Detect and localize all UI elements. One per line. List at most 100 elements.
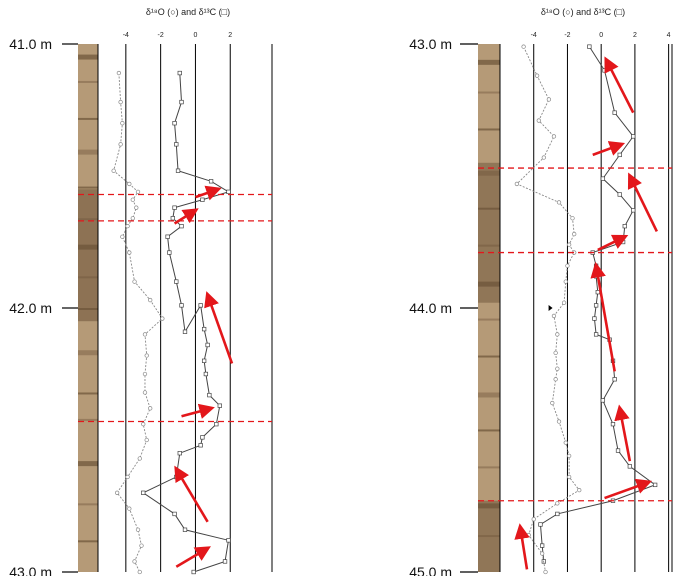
trend-arrow [204, 291, 234, 364]
oxygen-data-point [540, 551, 545, 556]
carbon-data-point [182, 527, 188, 532]
oxygen-data-point [135, 527, 141, 532]
oxygen-data-point [142, 332, 148, 337]
oxygen-data-point [556, 200, 562, 205]
oxygen-data-point [125, 224, 130, 229]
oxygen-data-point [563, 279, 568, 284]
oxygen-data-point [555, 332, 560, 337]
oxygen-data-point [144, 437, 149, 443]
oxygen-data-point [565, 263, 570, 268]
oxygen-data-point [570, 216, 575, 221]
core-band [78, 117, 98, 120]
core-band [478, 91, 500, 94]
carbon-data-point [208, 179, 214, 184]
oxygen-data-point [135, 189, 141, 194]
oxygen-data-point [137, 456, 142, 461]
carbon-data-point [226, 538, 231, 543]
x-tick-label: 0 [193, 32, 197, 39]
oxygen-data-point [132, 559, 137, 564]
core-band [478, 128, 500, 131]
carbon-data-point [170, 216, 175, 221]
oxygen-data-point [534, 73, 540, 78]
carbon-data-point [610, 422, 616, 427]
carbon-data-point [226, 189, 231, 194]
oxygen-data-point [551, 134, 557, 139]
depth-tick-label: 45.0 m [409, 564, 452, 576]
carbon-data-point [177, 451, 182, 456]
carbon-data-point [652, 482, 658, 488]
carbon-data-point [593, 332, 599, 337]
x-tick-label: 2 [633, 32, 637, 39]
core-band [78, 149, 98, 155]
oxygen-data-point [114, 490, 120, 495]
carbon-data-point [174, 474, 179, 480]
carbon-data-point [200, 197, 205, 202]
depth-tick-label: 43.0 m [409, 36, 452, 52]
carbon-data-point [617, 152, 622, 158]
oxygen-data-point [130, 197, 135, 202]
carbon-data-point [631, 134, 636, 139]
oxygen-data-point [160, 316, 165, 321]
core-band [478, 355, 500, 358]
carbon-data-point [177, 70, 182, 76]
core-photo-strip [478, 44, 500, 572]
x-tick-label: -4 [531, 32, 537, 39]
oxygen-data-point [120, 234, 125, 239]
core-dark-section [478, 162, 500, 303]
oxygen-data-point [118, 142, 123, 147]
carbon-data-point [217, 403, 222, 408]
oxygen-series-line [113, 73, 163, 573]
carbon-data-point [179, 99, 184, 105]
carbon-data-point [600, 398, 606, 403]
carbon-data-point [172, 511, 177, 517]
oxygen-data-point [556, 419, 562, 424]
core-band [78, 418, 98, 421]
oxygen-data-point [120, 121, 125, 126]
core-band [78, 54, 98, 60]
oxygen-data-point [148, 297, 153, 303]
core-band [78, 540, 98, 543]
core-band [78, 350, 98, 356]
carbon-data-point [207, 392, 212, 398]
carbon-series-line [142, 73, 230, 573]
core-dark-section [78, 189, 98, 322]
carbon-data-point [198, 443, 203, 448]
carbon-data-point [222, 559, 228, 564]
carbon-data-point [165, 234, 170, 239]
carbon-data-point [540, 543, 545, 548]
core-band [78, 503, 98, 506]
oxygen-data-point [566, 242, 572, 247]
oxygen-data-point [144, 353, 149, 358]
trend-arrow [597, 234, 629, 252]
carbon-data-point [172, 205, 177, 210]
carbon-data-point [214, 422, 219, 427]
oxygen-data-point [553, 350, 558, 356]
x-tick-label: 4 [667, 32, 671, 39]
panel-title: δ¹⁸O (○) and δ¹³C (□) [146, 7, 230, 17]
oxygen-data-point [127, 181, 132, 187]
trend-arrow [174, 465, 209, 523]
oxygen-data-point [139, 543, 144, 548]
trend-arrow [181, 403, 215, 419]
carbon-data-point [174, 142, 179, 147]
core-band [478, 392, 500, 398]
panel-title: δ¹⁸O (○) and δ¹³C (□) [541, 7, 625, 17]
trend-arrow [614, 404, 632, 462]
carbon-data-point [620, 239, 626, 245]
oxygen-data-point [130, 216, 135, 221]
carbon-data-point [595, 290, 600, 295]
carbon-data-point [622, 224, 627, 229]
carbon-data-point [205, 342, 210, 348]
carbon-data-point [182, 329, 188, 334]
core-band [78, 80, 98, 83]
carbon-data-point [612, 377, 617, 382]
core-band [478, 59, 500, 65]
oxygen-data-point [566, 474, 572, 480]
oxygen-data-point [572, 231, 577, 237]
carbon-data-point [172, 121, 177, 126]
oxygen-data-point [551, 313, 557, 319]
trend-arrow [604, 56, 635, 114]
depth-tick-label: 43.0 m [9, 564, 52, 576]
depth-tick-label: 41.0 m [9, 36, 52, 52]
